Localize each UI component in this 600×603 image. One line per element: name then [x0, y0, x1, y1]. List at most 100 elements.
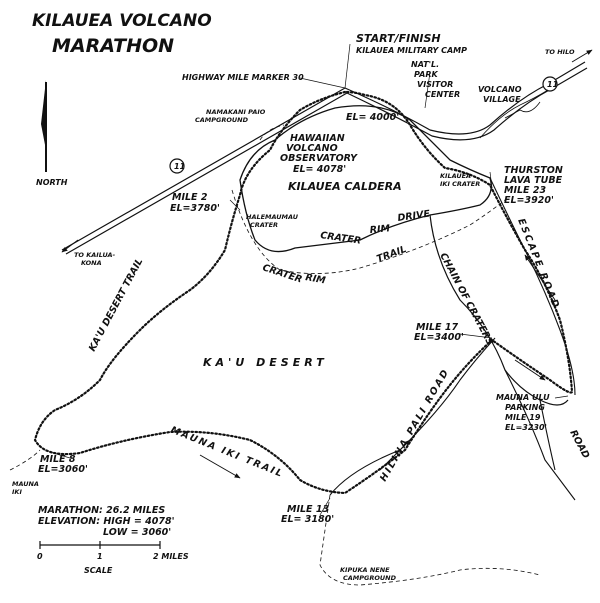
mile17-label: MILE 17 EL=3400' — [414, 322, 464, 343]
highway-11 — [61, 61, 588, 255]
svg-text:EL=3780': EL=3780' — [170, 203, 220, 214]
route-direction-arrow-icon-2 — [379, 439, 411, 471]
svg-text:EL=3060': EL=3060' — [38, 464, 88, 475]
hilina-pali-road — [329, 337, 496, 496]
military-camp-label: KILAUEA MILITARY CAMP — [356, 46, 467, 55]
svg-text:VISITOR: VISITOR — [417, 80, 453, 89]
escape-road-label: ESCAPE ROAD — [515, 217, 562, 311]
svg-text:CENTER: CENTER — [425, 90, 460, 99]
svg-text:HAWAIIAN: HAWAIIAN — [290, 133, 345, 144]
svg-text:CAMPGROUND: CAMPGROUND — [343, 574, 397, 582]
svg-text:EL=3400': EL=3400' — [414, 332, 464, 343]
svg-text:CAMPGROUND: CAMPGROUND — [195, 116, 249, 124]
svg-text:MILE 23: MILE 23 — [504, 185, 546, 196]
hilina-pali-label: HILINA PALI ROAD — [378, 367, 452, 484]
svg-text:EL=3920': EL=3920' — [504, 195, 554, 206]
svg-text:TO KAILUA-: TO KAILUA- — [74, 251, 116, 259]
mauna-iki-trail-label: MAUNA IKI TRAIL — [169, 425, 285, 481]
to-kailua-arrow-icon — [61, 239, 79, 253]
svg-text:RIM: RIM — [369, 223, 391, 236]
namakani-trail — [259, 124, 285, 141]
svg-text:HALEMAUMAU: HALEMAUMAU — [246, 213, 299, 221]
svg-text:RIM: RIM — [304, 272, 326, 286]
svg-text:VOLCANO: VOLCANO — [286, 143, 338, 154]
marathon-route — [33, 90, 574, 495]
scale-bar — [39, 541, 161, 549]
svg-text:MAUNA: MAUNA — [12, 480, 39, 488]
kilauea-caldera-label: KILAUEA CALDERA — [288, 180, 402, 193]
svg-text:IKI: IKI — [12, 488, 22, 496]
svg-text:IKI CRATER: IKI CRATER — [440, 180, 480, 188]
highway-shield-number-hilo: 11 — [547, 80, 558, 89]
to-hilo-arrow-icon — [571, 49, 593, 63]
svg-text:LAVA TUBE: LAVA TUBE — [504, 175, 563, 186]
svg-text:OBSERVATORY: OBSERVATORY — [280, 153, 358, 164]
svg-text:THURSTON: THURSTON — [504, 165, 563, 176]
visitor-center-label: NAT'L. PARK VISITOR CENTER — [411, 60, 460, 99]
svg-text:NAT'L.: NAT'L. — [411, 60, 439, 69]
mile2-label: MILE 2 EL=3780' — [170, 192, 220, 214]
svg-text:MILE 2: MILE 2 — [172, 192, 208, 203]
highway-shield-icon — [169, 158, 185, 174]
svg-text:DRIVE: DRIVE — [397, 208, 431, 223]
crater-rim-drive — [239, 105, 492, 253]
kau-desert-label: KA'U DESERT — [203, 356, 328, 369]
to-hilo-label: TO HILO — [545, 48, 575, 56]
village-roads — [479, 89, 549, 139]
halemaumau-label: HALEMAUMAU CRATER — [246, 213, 299, 229]
svg-text:VILLAGE: VILLAGE — [483, 95, 521, 104]
mile13-label: MILE 13 EL= 3180' — [281, 504, 334, 525]
route-direction-arrow-icon — [199, 454, 241, 479]
svg-text:CRATER: CRATER — [261, 262, 303, 285]
chain-of-craters-road — [429, 214, 569, 406]
svg-text:EL= 3180': EL= 3180' — [281, 514, 334, 525]
svg-text:KIPUKA NENE: KIPUKA NENE — [340, 566, 390, 574]
svg-text:EL= 4078': EL= 4078' — [293, 164, 346, 175]
start-finish-label: START/FINISH — [356, 32, 441, 45]
highway-shield-icon-hilo — [542, 76, 558, 92]
svg-text:TRAIL: TRAIL — [375, 244, 408, 265]
road-label: ROAD — [567, 428, 591, 460]
route-direction-arrow-icon-3 — [524, 254, 556, 301]
north-arrow-icon — [41, 80, 47, 172]
scale-label: SCALE — [84, 566, 113, 575]
to-kailua-label: TO KAILUA- KONA — [74, 251, 116, 267]
scale-tick-0: 0 — [37, 552, 43, 561]
mile8-label: MILE 8 EL=3060' — [38, 454, 88, 475]
mauna-iki-label: MAUNA IKI — [12, 480, 39, 496]
volcano-village-label: VOLCANO VILLAGE — [478, 85, 522, 104]
scale-tick-2: 2 MILES — [153, 552, 189, 561]
svg-text:MAUNA ULU: MAUNA ULU — [496, 393, 550, 402]
svg-text:KILAUEA: KILAUEA — [440, 172, 471, 180]
leader-lines — [49, 43, 569, 516]
scale-tick-1: 1 — [97, 552, 103, 561]
svg-text:NAMAKANI PAIO: NAMAKANI PAIO — [206, 108, 266, 116]
crater-rim-trail-label: CRATER RIM TRAIL — [261, 244, 408, 287]
north-label: NORTH — [36, 178, 68, 187]
crater-rim-trail — [231, 189, 506, 274]
kipuka-nene-label: KIPUKA NENE CAMPGROUND — [340, 566, 397, 582]
el-4000-label: EL= 4000' — [346, 112, 399, 123]
svg-text:CRATER: CRATER — [250, 221, 278, 229]
highway-shield-number: 11 — [174, 162, 185, 171]
legend-elevation-high: ELEVATION: HIGH = 4078' — [38, 516, 175, 527]
svg-text:MILE 17: MILE 17 — [416, 322, 458, 333]
kau-desert-trail-label: KA'U DESERT TRAIL — [87, 257, 145, 354]
thurston-label: THURSTON LAVA TUBE MILE 23 EL=3920' — [504, 165, 563, 206]
svg-text:MILE 13: MILE 13 — [287, 504, 329, 515]
legend-elevation-low: LOW = 3060' — [103, 527, 171, 538]
highway-marker-label: HIGHWAY MILE MARKER 30 — [182, 73, 304, 82]
mauna-iki-dash — [9, 449, 41, 471]
svg-text:PARK: PARK — [414, 70, 438, 79]
kipuka-nene-road — [319, 494, 541, 586]
escape-road — [489, 177, 576, 396]
namakani-label: NAMAKANI PAIO CAMPGROUND — [195, 108, 266, 124]
legend-marathon: MARATHON: 26.2 MILES — [38, 505, 165, 516]
svg-text:PARKING: PARKING — [505, 403, 545, 412]
svg-text:EL=3230': EL=3230' — [505, 423, 547, 432]
road-south — [504, 369, 576, 501]
svg-text:MILE 19: MILE 19 — [505, 413, 541, 422]
mauna-ulu-label: MAUNA ULU PARKING MILE 19 EL=3230' — [496, 393, 550, 432]
svg-text:MILE 8: MILE 8 — [40, 454, 76, 465]
